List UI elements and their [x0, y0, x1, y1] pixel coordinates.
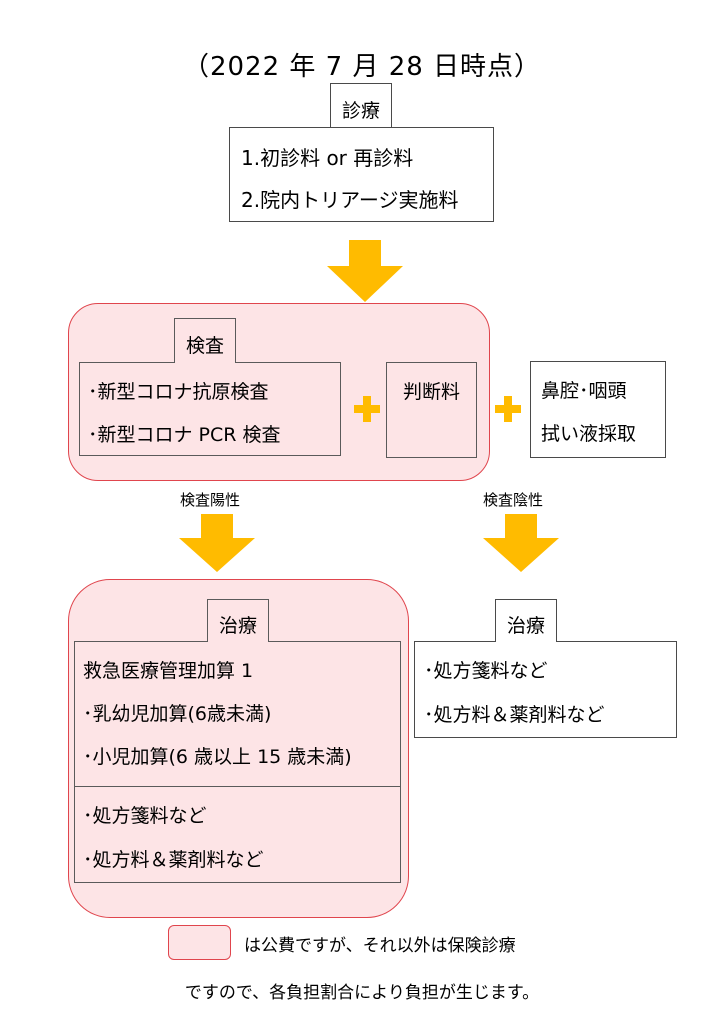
- page-title: （2022 年 7 月 28 日時点）: [182, 52, 542, 82]
- treatment-positive-tab-label: 治療: [218, 615, 257, 637]
- treatment-positive-tab: 治療: [207, 599, 269, 642]
- treatment-positive-lower-2: ･処方料＆薬剤料など: [83, 849, 264, 871]
- treatment-positive-lower-1: ･処方箋料など: [83, 805, 207, 827]
- treatment-positive-upper-box: 救急医療管理加算 1 ･乳幼児加算(6歳未満) ･小児加算(6 歳以上 15 歳…: [74, 641, 401, 787]
- treatment-positive-upper-3: ･小児加算(6 歳以上 15 歳未満): [83, 746, 352, 768]
- kensa-item-2: ･新型コロナ PCR 検査: [88, 424, 281, 446]
- plus-icon-1: [354, 396, 380, 422]
- swab-line-1: 鼻腔･咽頭: [541, 380, 627, 402]
- label-negative: 検査陰性: [483, 491, 544, 509]
- kensa-item-1: ･新型コロナ抗原検査: [88, 381, 269, 403]
- arrow-down-positive: [179, 514, 255, 572]
- treatment-positive-upper-2: ･乳幼児加算(6歳未満): [83, 703, 272, 725]
- swab-line-2: 拭い液採取: [541, 423, 637, 445]
- shinryo-item-1: 1.初診料 or 再診料: [241, 146, 414, 170]
- legend-line-1: は公費ですが、それ以外は保険診療: [244, 936, 516, 956]
- arrow-down-1: [327, 240, 403, 302]
- treatment-positive-lower-box: ･処方箋料など ･処方料＆薬剤料など: [74, 786, 401, 883]
- treatment-negative-box: ･処方箋料など ･処方料＆薬剤料など: [414, 641, 677, 738]
- kensa-public-panel: [68, 303, 490, 481]
- treatment-negative-item-2: ･処方料＆薬剤料など: [424, 704, 605, 726]
- handan-label: 判断料: [402, 381, 460, 403]
- legend-line-2: ですので、各負担割合により負担が生じます。: [184, 983, 540, 1003]
- treatment-negative-item-1: ･処方箋料など: [424, 660, 548, 682]
- shinryo-tab-label: 診療: [341, 100, 380, 122]
- plus-icon-2: [495, 396, 521, 422]
- kensa-tests-box: ･新型コロナ抗原検査 ･新型コロナ PCR 検査: [79, 362, 341, 456]
- shinryo-tab: 診療: [330, 83, 392, 127]
- treatment-negative-tab-label: 治療: [506, 615, 545, 637]
- kensa-tab-label: 検査: [185, 335, 224, 357]
- treatment-positive-upper-1: 救急医療管理加算 1: [83, 660, 254, 682]
- shinryo-box: 1.初診料 or 再診料 2.院内トリアージ実施料: [229, 127, 494, 222]
- arrow-down-negative: [483, 514, 559, 572]
- shinryo-item-2: 2.院内トリアージ実施料: [241, 188, 459, 212]
- swab-box: 鼻腔･咽頭 拭い液採取: [530, 361, 666, 458]
- handan-box: 判断料: [386, 362, 477, 458]
- kensa-tab: 検査: [174, 318, 236, 363]
- treatment-negative-tab: 治療: [495, 599, 557, 642]
- label-positive: 検査陽性: [180, 491, 241, 509]
- legend-swatch: [168, 925, 231, 960]
